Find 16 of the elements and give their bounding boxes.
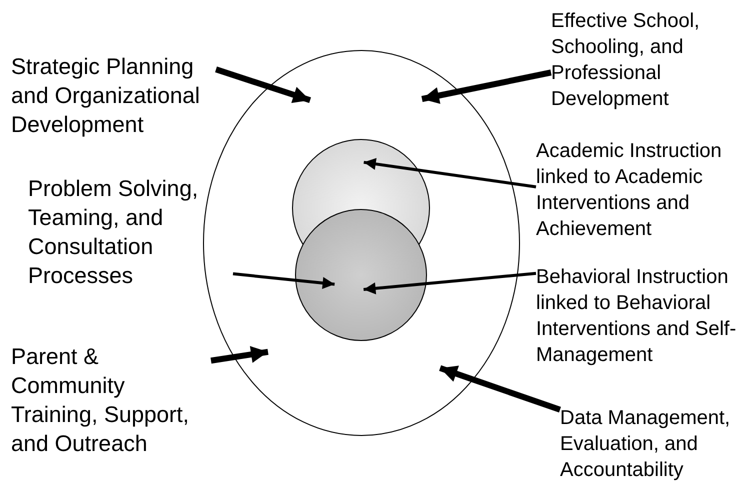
arrow xyxy=(210,346,268,364)
arrow xyxy=(439,365,561,413)
arrow xyxy=(421,70,552,104)
text-label: Effective School, Schooling, and Professional Development xyxy=(551,8,737,112)
text-label: Academic Instruction linked to Academic Interventions and Achievement xyxy=(536,138,740,242)
inner-circle xyxy=(295,209,427,341)
text-label: Parent & Community Training, Support, and Outreach xyxy=(11,342,211,458)
arrow xyxy=(364,158,536,188)
arrow xyxy=(215,66,312,104)
text-label: Behavioral Instruction linked to Behavioral Interventions and Self-Management xyxy=(536,264,740,368)
text-label: Data Management, Evaluation, and Accountability xyxy=(560,405,740,483)
arrow xyxy=(363,272,536,294)
text-label: Strategic Planning and Organizational Development xyxy=(11,52,216,139)
arrow xyxy=(232,272,335,289)
text-label: Problem Solving, Teaming, and Consultation Processes xyxy=(28,174,233,290)
outer-ellipse xyxy=(203,50,520,436)
